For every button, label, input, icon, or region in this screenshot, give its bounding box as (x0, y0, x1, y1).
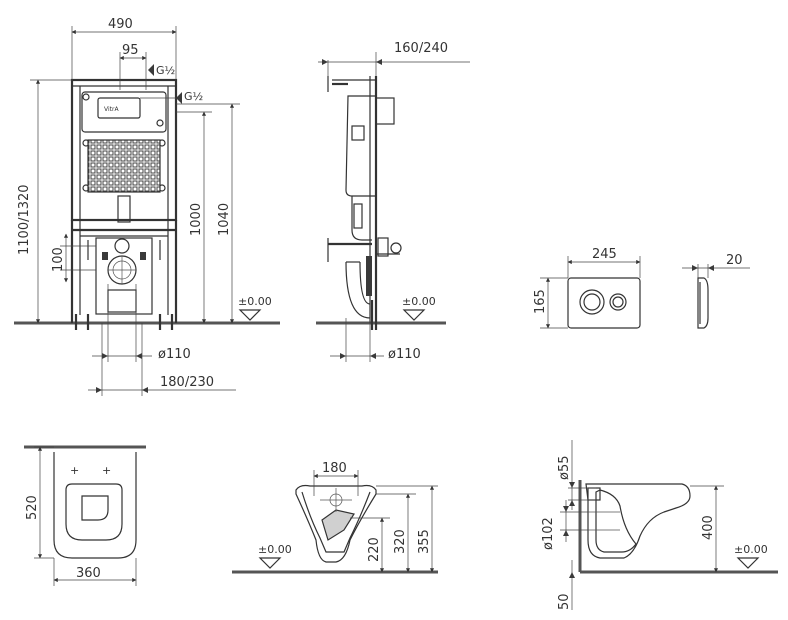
zero-level-label: ±0.00 (238, 295, 272, 308)
side2-zero-level: ±0.00 (734, 543, 768, 556)
downpipe (117, 195, 131, 223)
side-zero-level: ±0.00 (402, 295, 436, 308)
bowl-outline-front (295, 484, 377, 563)
dim-drain-spacing: 180/230 (160, 375, 214, 390)
front-dim-width: 180 (322, 461, 347, 476)
svg-text:+: + (70, 464, 79, 477)
side-drain-elbow (345, 261, 371, 319)
frame-upper (70, 78, 178, 222)
pipe-label-b: G½ (184, 90, 203, 103)
lower-bracket (95, 237, 153, 315)
svg-text:+: + (102, 464, 111, 477)
plate-dim-width: 245 (592, 247, 617, 262)
dim-offset-top: 95 (122, 43, 139, 58)
dim-height-outer: 1040 (217, 203, 232, 236)
flush-plate-profile (697, 277, 709, 329)
flush-button-large (579, 289, 605, 315)
front-dim-h2: 320 (393, 529, 408, 554)
side2-dim-outlet: ø102 (541, 517, 556, 550)
dim-height-total: 1100/1320 (17, 184, 32, 255)
bowl-seat-top (65, 483, 123, 541)
cistern-top (81, 91, 167, 133)
flush-plate (567, 277, 641, 329)
logo-plate (97, 97, 141, 119)
side2-dim-inlet: ø55 (557, 456, 572, 481)
bowl-front-view: 180 ±0.00 220 320 355 (232, 461, 438, 574)
flush-button-small (609, 293, 627, 311)
dim-width: 490 (108, 17, 133, 32)
bowl-side-view: ø55 ø102 400 50 ±0.00 (541, 440, 778, 610)
plate-dim-thickness: 20 (726, 253, 743, 268)
bowl-outline-side (585, 483, 691, 559)
upper-bolt (114, 238, 130, 254)
dim-height-inner: 1000 (189, 203, 204, 236)
bowl-dim-width: 360 (76, 566, 101, 581)
frame-side-view: 160/240 ±0.00 ø110 (316, 41, 470, 362)
grid-panel (87, 139, 161, 193)
bowl-outline-top (53, 452, 137, 559)
pipe-label-a: G½ (156, 64, 175, 77)
side-cistern (345, 95, 377, 197)
plate-dim-height: 165 (533, 289, 548, 314)
frame-front-view: VitrA 490 (14, 17, 280, 396)
dim-drain-dia: ø110 (158, 347, 191, 362)
front-dim-h3: 355 (417, 529, 432, 554)
bowl-dim-length: 520 (25, 495, 40, 520)
side2-dim-height: 400 (701, 515, 716, 540)
dim-drain-offset: 100 (51, 247, 66, 272)
side-dim-drain-dia: ø110 (388, 347, 421, 362)
side-dim-depth: 160/240 (394, 41, 448, 56)
bowl-top-view: + + 520 360 (24, 445, 146, 586)
logo-text: VitrA (104, 106, 119, 113)
flush-plate-view: 245 165 20 (533, 247, 750, 329)
front-dim-h1: 220 (367, 537, 382, 562)
side2-dim-bottom: 50 (557, 593, 572, 610)
front-zero-level: ±0.00 (258, 543, 292, 556)
